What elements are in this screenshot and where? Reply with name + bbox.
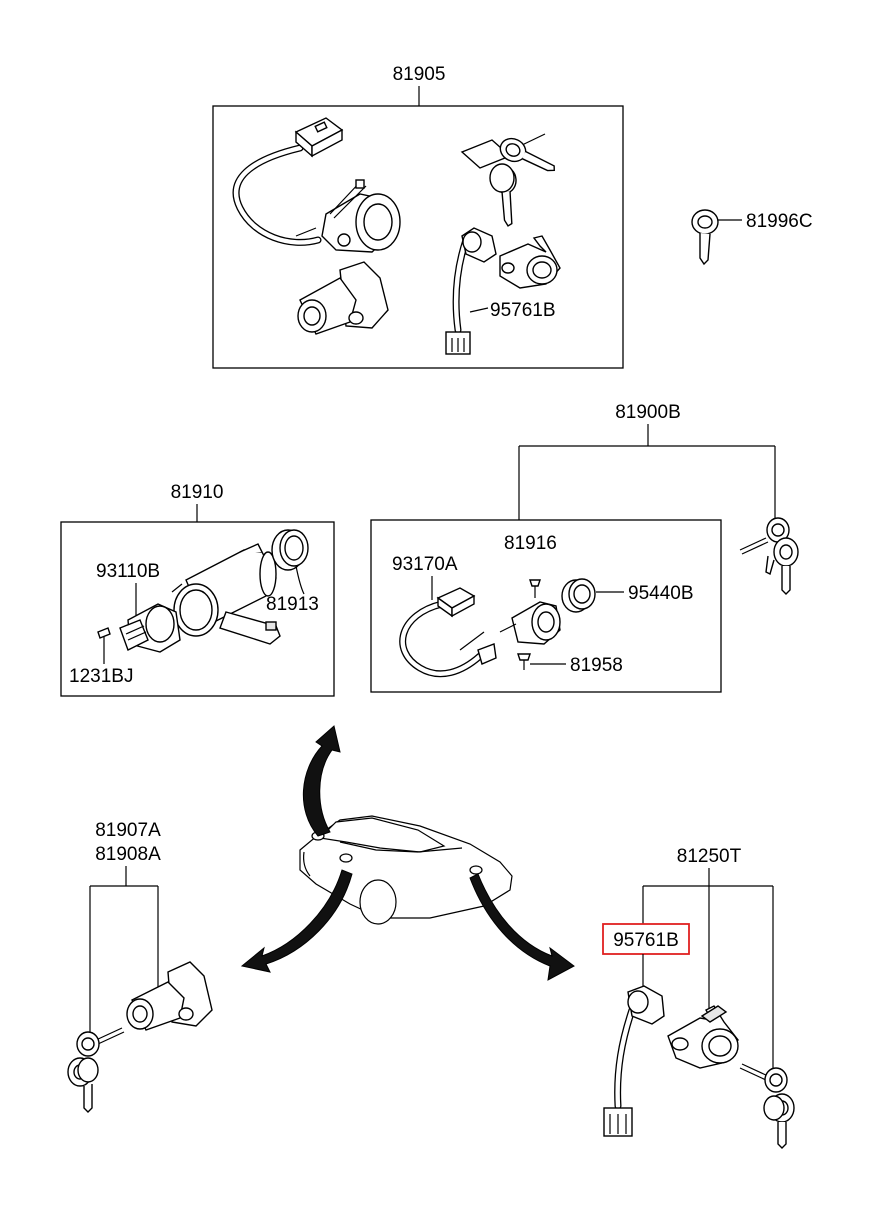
label-93170A: 93170A xyxy=(392,554,458,575)
arrow-down-right xyxy=(469,873,575,981)
key-pair-81250T xyxy=(739,1063,795,1149)
screw-1231BJ: 1231BJ xyxy=(69,627,133,687)
steering-lock-cylinder xyxy=(297,261,389,335)
label-81913: 81913 xyxy=(266,594,319,615)
label-81910: 81910 xyxy=(171,482,224,503)
door-set-81907A: 81907A 81908A xyxy=(67,820,213,1113)
label-81905: 81905 xyxy=(393,64,446,85)
label-81250T: 81250T xyxy=(677,846,742,867)
door-cylinder-81907A xyxy=(126,961,213,1031)
ignition-switch xyxy=(295,179,401,253)
label-81996C: 81996C xyxy=(746,211,813,232)
box-81900B xyxy=(370,519,722,693)
label-81958: 81958 xyxy=(570,655,623,676)
harness-95761B-top: 95761B xyxy=(445,227,556,355)
door-cylinder-top xyxy=(499,235,561,289)
leader-95761B-top xyxy=(469,307,489,313)
box-81905 xyxy=(212,105,624,369)
highlight-box-95761B xyxy=(602,923,690,955)
harness-93170A xyxy=(399,587,497,678)
key-pair-81907A xyxy=(67,1027,125,1113)
arrow-up xyxy=(302,725,341,837)
set-81250T: 81250T 95761B xyxy=(602,846,795,1149)
kit-81910: 81910 93110B xyxy=(60,482,335,697)
label-95440B: 95440B xyxy=(628,583,694,604)
kit-81900B: 81900B 93170A 81916 xyxy=(370,402,799,693)
ignition-harness xyxy=(232,117,344,246)
label-1231BJ: 1231BJ xyxy=(69,666,133,687)
cap-95440B: 95440B xyxy=(561,578,694,613)
key-pair-81900B xyxy=(739,517,799,595)
label-81900B: 81900B xyxy=(615,402,681,423)
label-95761B-highlight: 95761B xyxy=(613,930,679,951)
cylinder-93110B xyxy=(119,603,181,653)
label-95761B-top: 95761B xyxy=(490,300,556,321)
screw-81958: 81958 xyxy=(517,653,623,676)
box-81910 xyxy=(60,521,335,697)
arrow-down-left xyxy=(240,869,353,973)
cap-81913: 81913 xyxy=(266,529,319,615)
key-pair-top xyxy=(460,133,561,228)
label-93110B: 93110B xyxy=(96,561,160,582)
steering-lock-tube xyxy=(171,543,281,645)
label-81916: 81916 xyxy=(504,533,557,554)
car-illustration xyxy=(299,815,513,925)
kit-81905: 81905 xyxy=(212,64,624,369)
door-cylinder-81250T xyxy=(667,1005,739,1069)
key-81996C: 81996C xyxy=(691,209,813,266)
label-81908A: 81908A xyxy=(95,844,161,865)
door-lock-cylinder-81900B xyxy=(499,601,561,645)
label-81907A: 81907A xyxy=(95,820,161,841)
harness-95761B-bottom xyxy=(603,985,665,1137)
screw-81916 xyxy=(529,579,541,598)
